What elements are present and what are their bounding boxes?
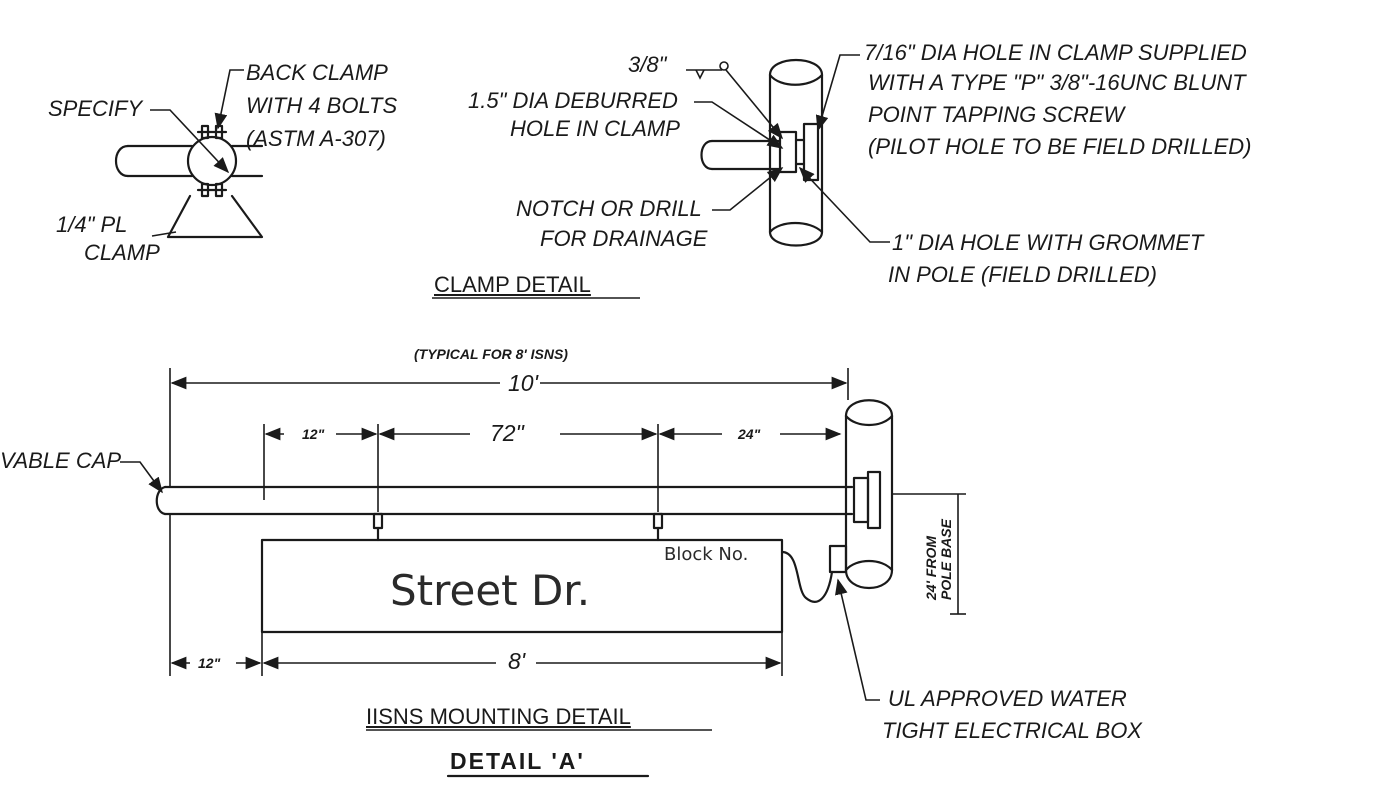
back-clamp-line2: WITH 4 BOLTS	[246, 93, 398, 118]
hole-clamp-line4: (PILOT HOLE TO BE FIELD DRILLED)	[868, 134, 1252, 159]
right-clamp-sketch	[686, 54, 890, 247]
hole-clamp-line1: 7/16" DIA HOLE IN CLAMP SUPPLIED	[864, 40, 1247, 65]
deburred-line1: 1.5" DIA DEBURRED	[468, 88, 678, 113]
deburred-line2: HOLE IN CLAMP	[510, 116, 680, 141]
left-clamp-sketch	[114, 69, 264, 239]
dim-12-bottom-label: 12"	[198, 655, 221, 671]
dim-12-top-label: 12"	[302, 426, 325, 442]
plate-clamp-line2: CLAMP	[84, 240, 160, 265]
detail-a-title: DETAIL 'A'	[450, 748, 585, 774]
notch-line1: NOTCH OR DRILL	[516, 196, 702, 221]
clamp-detail-title: CLAMP DETAIL	[434, 272, 591, 297]
height-note-line2: POLE BASE	[938, 519, 955, 600]
mounting-detail-title: IISNS MOUNTING DETAIL	[366, 704, 631, 729]
mounting-sketch	[120, 368, 966, 701]
height-note-line1: 24' FROM	[923, 535, 939, 600]
notch-line2: FOR DRAINAGE	[540, 226, 708, 251]
height-note: 24' FROM POLE BASE	[923, 519, 955, 600]
dim-72-label: 72"	[490, 420, 524, 446]
dim-24-label: 24"	[738, 426, 761, 442]
weld-size-label: 3/8"	[628, 52, 667, 77]
box-label-line1: UL APPROVED WATER	[888, 686, 1127, 711]
dim-overall-label: 10'	[508, 370, 538, 396]
back-clamp-line3: (ASTM A-307)	[246, 126, 386, 151]
specify-label: SPECIFY	[48, 96, 143, 121]
hole-clamp-line3: POINT TAPPING SCREW	[868, 102, 1125, 127]
typical-note: (TYPICAL FOR 8' ISNS)	[414, 346, 568, 362]
grommet-line1: 1" DIA HOLE WITH GROMMET	[892, 230, 1204, 255]
hole-clamp-line2: WITH A TYPE "P" 3/8"-16UNC BLUNT	[868, 70, 1246, 95]
sign-street-name: Street Dr.	[390, 566, 591, 615]
sign-block-number: Block No.	[664, 544, 749, 565]
box-label-line2: TIGHT ELECTRICAL BOX	[882, 718, 1142, 743]
back-clamp-line1: BACK CLAMP	[246, 60, 388, 85]
cap-label: VABLE CAP	[0, 448, 122, 473]
grommet-line2: IN POLE (FIELD DRILLED)	[888, 262, 1157, 287]
dim-8-label: 8'	[508, 648, 526, 674]
plate-clamp-line1: 1/4" PL	[56, 212, 128, 237]
